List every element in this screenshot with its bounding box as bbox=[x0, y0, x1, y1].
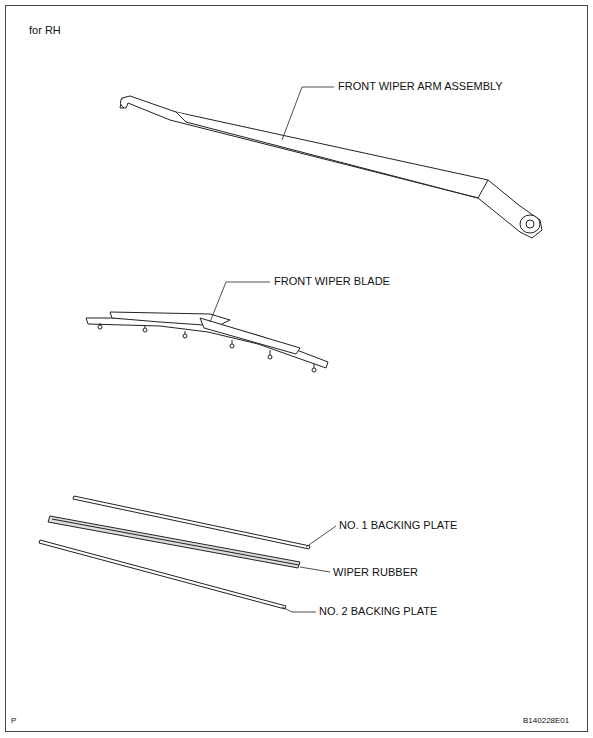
part-name: NO. 2 BACKING PLATE bbox=[318, 605, 438, 618]
part-name: NO. 1 BACKING PLATE bbox=[338, 519, 458, 532]
page-frame bbox=[6, 6, 588, 732]
wiper-blade bbox=[86, 312, 328, 372]
part-name: FRONT WIPER ARM ASSEMBLY bbox=[337, 80, 504, 93]
part-name: WIPER RUBBER bbox=[332, 566, 419, 579]
page-code: P bbox=[10, 716, 17, 726]
wiper-arm bbox=[120, 96, 542, 238]
figure-id: B140228E01 bbox=[522, 716, 570, 726]
part-name: FRONT WIPER BLADE bbox=[273, 275, 391, 288]
view-note: for RH bbox=[28, 24, 62, 37]
backing-plates-and-rubber bbox=[39, 496, 310, 609]
leader-lines bbox=[210, 87, 336, 612]
